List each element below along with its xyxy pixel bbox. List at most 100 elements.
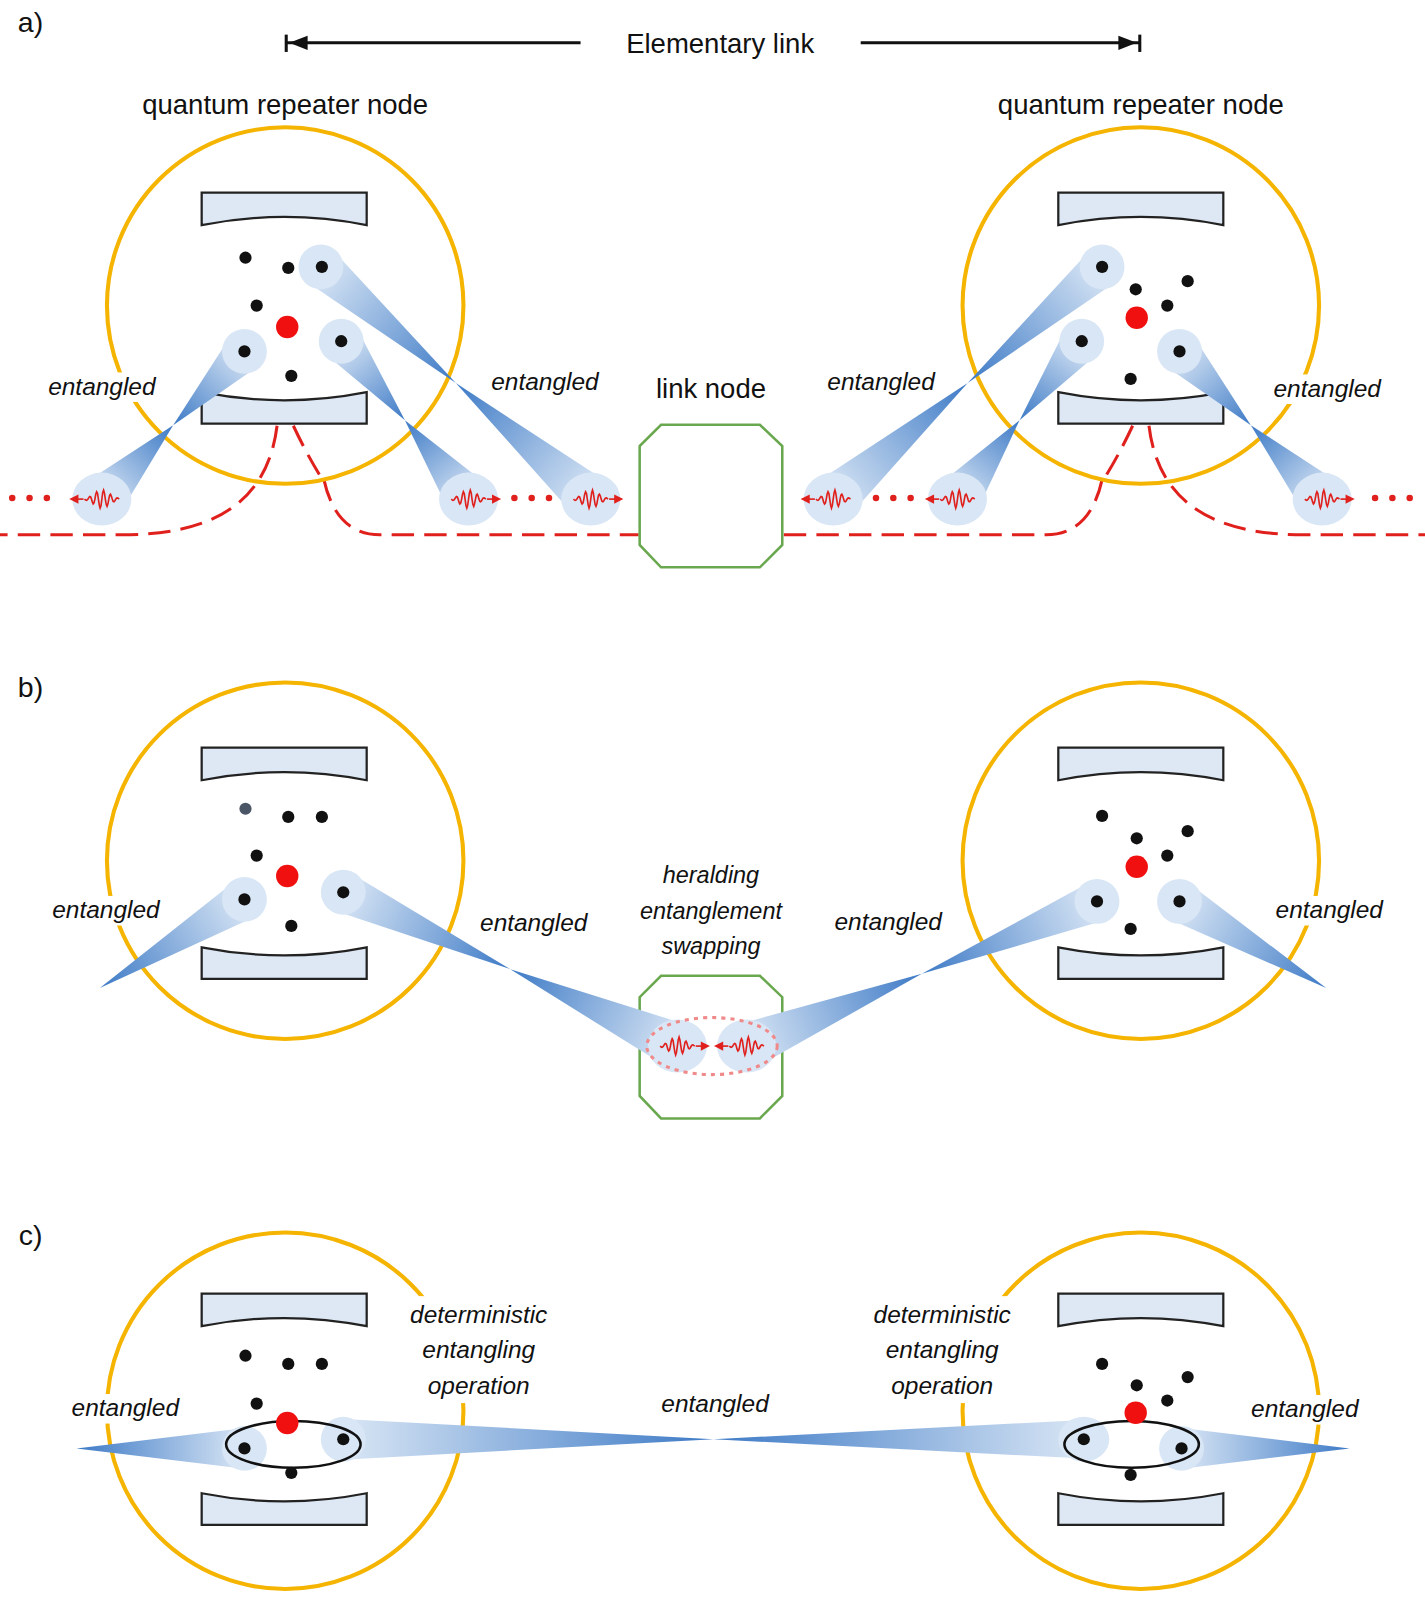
annotation-label: entangled <box>488 367 602 396</box>
atom <box>238 345 250 357</box>
repeater-node-circle: quantum repeater node <box>961 125 1322 486</box>
photon-bubble <box>804 473 863 526</box>
annotation-label: entangled <box>1248 1395 1362 1424</box>
atom <box>239 803 251 815</box>
photon-wave <box>85 490 120 508</box>
entanglement-beam <box>343 1419 713 1460</box>
panel-letter: b) <box>15 670 46 704</box>
cavity-mirror <box>202 193 367 226</box>
atom <box>282 262 294 274</box>
atom-bubble <box>1059 319 1104 364</box>
atom <box>1096 1358 1108 1370</box>
cavity-mirror <box>1058 193 1223 226</box>
atom <box>337 1433 349 1445</box>
atom-bubble <box>1157 329 1202 374</box>
photon-wave <box>940 490 975 508</box>
continuation-dots <box>44 495 51 502</box>
node-outline <box>639 424 784 569</box>
atom-bubble <box>222 329 267 374</box>
atom <box>1125 923 1137 935</box>
atom <box>282 1358 294 1370</box>
photon-bubble <box>1293 473 1352 526</box>
atom <box>1131 1379 1143 1391</box>
atom <box>335 335 347 347</box>
link-node-octagon: link node <box>639 424 784 569</box>
node-heading: quantum repeater node <box>995 90 1287 122</box>
continuation-dots <box>1406 495 1413 502</box>
atom-bubble <box>222 877 267 922</box>
span-tick <box>1138 35 1141 52</box>
photon-arrowhead <box>1346 495 1355 504</box>
photon-bubble <box>717 1020 776 1073</box>
atom-bubble <box>321 870 366 915</box>
photon-bubble <box>561 473 620 526</box>
atom-bubble <box>298 244 343 289</box>
atom <box>276 316 298 338</box>
annotation-label: entangled <box>831 907 945 936</box>
atom <box>1182 825 1194 837</box>
atom <box>1182 1371 1194 1383</box>
atom <box>1091 895 1103 907</box>
panel-letter: c) <box>16 1218 46 1252</box>
label-wrap: entangled <box>49 896 163 925</box>
continuation-dots <box>546 495 553 502</box>
atom <box>1125 373 1137 385</box>
atom <box>285 370 297 382</box>
span-line <box>286 41 580 44</box>
node-heading: link node <box>653 374 769 406</box>
cavity-mirror <box>202 1294 367 1327</box>
span-arrowhead <box>289 36 307 50</box>
atom <box>282 811 294 823</box>
entanglement-beam <box>173 337 259 425</box>
atom-bubble <box>1080 244 1125 289</box>
repeater-node-circle <box>963 682 1320 1039</box>
photon-wave <box>729 1037 764 1055</box>
cavity-mirror <box>202 748 367 781</box>
label-wrap: deterministic entangling operation <box>390 1296 568 1403</box>
entangling-operation-ring <box>1064 1421 1198 1468</box>
continuation-dots <box>528 495 535 502</box>
atom <box>285 1467 297 1479</box>
node-circle <box>963 127 1320 484</box>
label-wrap: entangled <box>477 908 591 937</box>
atom <box>1173 345 1185 357</box>
annotation-label: entangled <box>1270 374 1384 403</box>
label-wrap: entangled <box>1272 896 1386 925</box>
atom <box>1126 856 1148 878</box>
node-heading-wrap: heralding entanglement swapping <box>619 858 802 965</box>
atom <box>1076 335 1088 347</box>
continuation-dots <box>1372 495 1379 502</box>
span-label: Elementary link <box>623 27 817 60</box>
node-outline <box>961 125 1322 486</box>
annotation-label: entangled <box>1272 896 1386 925</box>
continuation-dots <box>873 495 880 502</box>
atom <box>316 261 328 273</box>
atom <box>1161 1394 1173 1406</box>
photon-arrowhead <box>801 495 810 504</box>
annotation-label: entangled <box>824 367 938 396</box>
label-wrap: deterministic entangling operation <box>853 1296 1031 1403</box>
octagon-outline <box>640 425 783 568</box>
node-heading-wrap: quantum repeater node <box>139 90 431 122</box>
atom <box>276 865 298 887</box>
photon-bubble <box>439 473 498 526</box>
atom <box>1161 849 1173 861</box>
continuation-dots <box>511 495 518 502</box>
atom <box>1161 299 1173 311</box>
entanglement-beam <box>76 1428 244 1469</box>
atom <box>1096 810 1108 822</box>
photon-wave <box>1305 490 1340 508</box>
photon-bubble <box>72 473 131 526</box>
optical-fiber <box>1149 426 1425 535</box>
atom <box>316 811 328 823</box>
entanglement-beam <box>1182 1428 1350 1469</box>
atom <box>251 1397 263 1409</box>
label-wrap: c) <box>16 1218 46 1252</box>
atom <box>285 920 297 932</box>
entanglement-beam <box>1165 337 1251 425</box>
photon-arrowhead <box>925 495 934 504</box>
atom <box>1096 261 1108 273</box>
label-wrap: entangled <box>69 1394 183 1423</box>
